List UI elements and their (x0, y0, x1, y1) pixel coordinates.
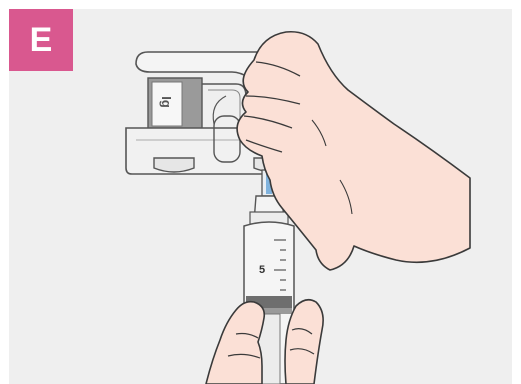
step-badge: E (9, 9, 73, 71)
step-label: E (30, 21, 53, 60)
vial-label: Ig (159, 96, 174, 108)
syringe-scale-label: 5 (259, 264, 265, 276)
